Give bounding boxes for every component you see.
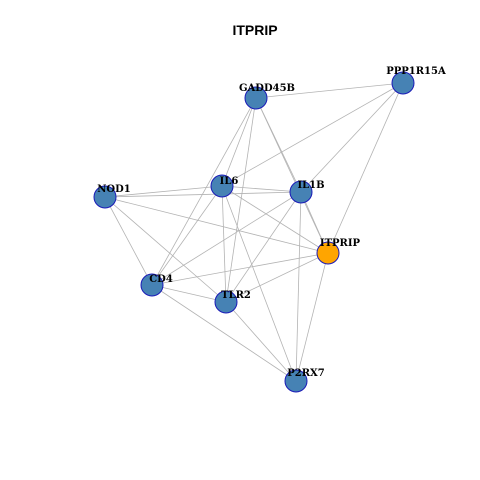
edge-itprip-tlr2 [225, 252, 329, 303]
edge-nod1-il6 [104, 185, 223, 198]
node-il1b [289, 180, 313, 204]
node-nod1 [93, 185, 117, 209]
edge-nod1-tlr2 [104, 196, 227, 303]
node-cd4 [140, 273, 164, 297]
node-itprip [316, 241, 340, 265]
edge-nod1-cd4 [104, 196, 153, 286]
edge-gadd45b-il6 [221, 97, 257, 187]
node-label-il1b: IL1B [297, 180, 324, 191]
edges-layer [104, 82, 404, 382]
edge-cd4-tlr2 [151, 284, 227, 303]
node-il6 [210, 174, 234, 198]
node-label-itprip: ITPRIP [320, 238, 361, 249]
edge-gadd45b-cd4 [151, 97, 257, 286]
node-label-p2rx7: P2RX7 [287, 368, 325, 379]
node-label-tlr2: TLR2 [221, 290, 251, 301]
edge-cd4-p2rx7 [151, 284, 297, 382]
diagram-title: ITPRIP [232, 22, 277, 38]
node-p2rx7 [284, 369, 308, 393]
edge-il6-itprip [221, 185, 329, 254]
node-label-ppp1r15a: PPP1R15A [386, 66, 446, 77]
edge-il6-tlr2 [221, 185, 227, 303]
edge-ppp1r15a-il1b [300, 82, 404, 193]
edge-gadd45b-tlr2 [225, 97, 257, 303]
labels-layer: GADD45B PPP1R15A NOD1 IL6 IL1B ITPRIP CD4TLR2P… [97, 66, 446, 379]
edge-itprip-p2rx7 [295, 252, 329, 382]
node-ppp1r15a [391, 71, 415, 95]
edge-tlr2-p2rx7 [225, 301, 297, 382]
node-label-il6: IL6 [220, 176, 239, 187]
edge-il1b-tlr2 [225, 191, 302, 303]
edge-nod1-itprip [104, 196, 329, 254]
node-label-nod1: NOD1 [97, 184, 130, 195]
edge-gadd45b-ppp1r15a [255, 82, 404, 99]
node-tlr2 [214, 290, 238, 314]
edge-gadd45b-itprip [255, 97, 329, 254]
node-label-gadd45b: GADD45B [239, 83, 295, 94]
edge-il6-il1b [221, 185, 302, 193]
node-gadd45b [244, 86, 268, 110]
edge-il1b-p2rx7 [295, 191, 302, 382]
edge-il1b-cd4 [151, 191, 302, 286]
nodes-layer [93, 71, 415, 393]
edge-ppp1r15a-itprip [327, 82, 404, 254]
edge-ppp1r15a-il6 [221, 82, 404, 187]
edge-itprip-cd4 [151, 252, 329, 286]
edge-nod1-il1b [104, 191, 302, 198]
edge-il6-p2rx7 [221, 185, 297, 382]
edge-il6-cd4 [151, 185, 223, 286]
node-label-cd4: CD4 [149, 274, 173, 285]
